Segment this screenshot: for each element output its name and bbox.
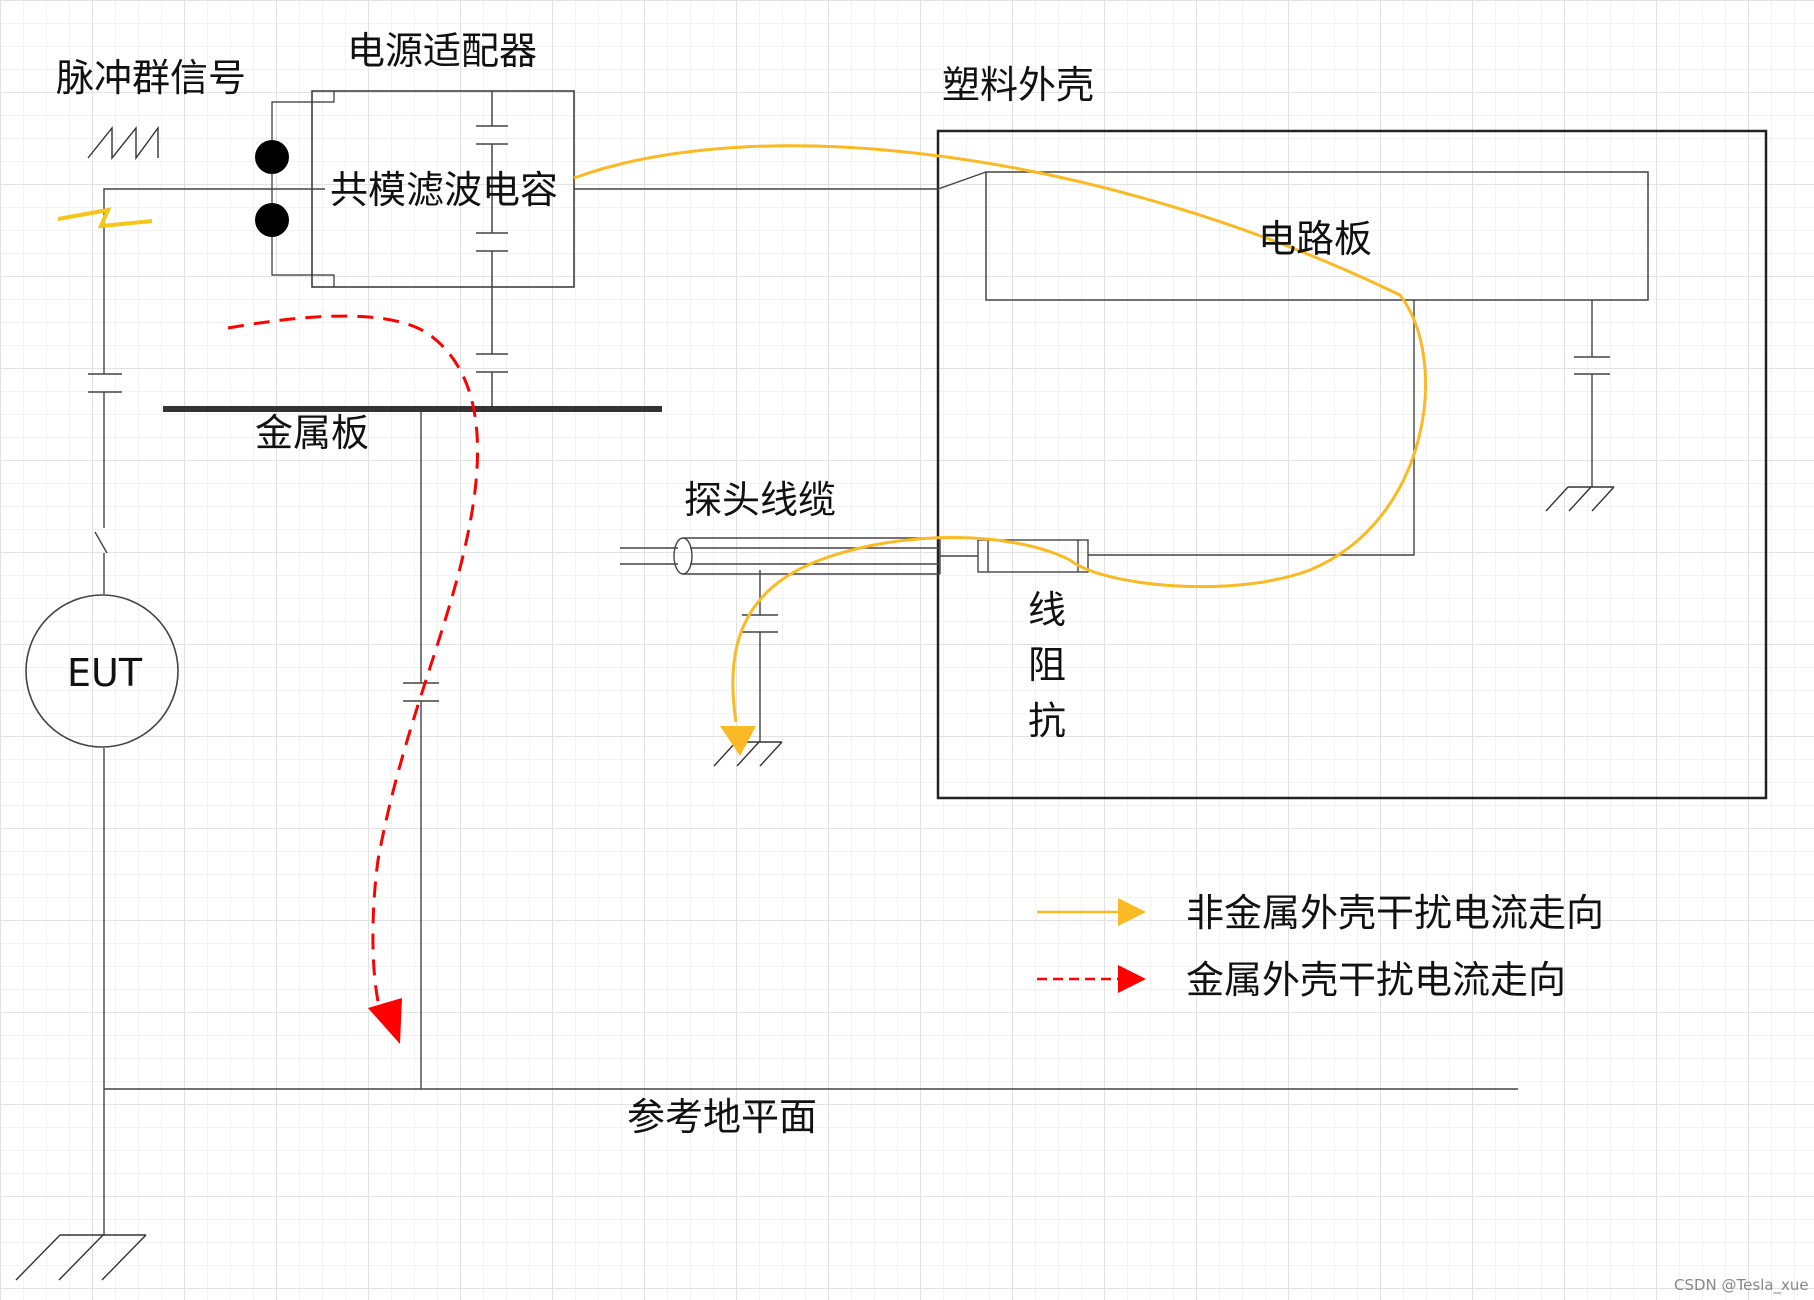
legend: 非金属外壳干扰电流走向 金属外壳干扰电流走向 [1037,891,1604,1002]
label-metal-plate: 金属板 [255,411,369,455]
eut-circle [25,594,179,748]
legend-orange-arrow [1118,898,1146,926]
label-reference-ground: 参考地平面 [627,1095,817,1139]
orange-current-path [573,144,1427,723]
label-pulse-signal: 脉冲群信号 [56,56,246,100]
wiring [88,171,1610,1235]
legend-non-metal-label: 非金属外壳干扰电流走向 [1186,891,1604,935]
label-line-impedance-3: 抗 [1028,699,1066,743]
legend-red-arrow [1118,965,1146,993]
lightning-icon [57,207,153,229]
adapter-inner-outline [312,91,335,287]
circuit-board-box [985,171,1649,301]
label-line-impedance-2: 阻 [1028,643,1066,687]
probe-cable [620,537,978,575]
ground-symbol-board [1545,486,1615,512]
line-impedance-resistor [977,539,1089,573]
ground-symbol-main [15,1234,147,1281]
legend-metal-label: 金属外壳干扰电流走向 [1186,958,1566,1002]
plastic-case-box [936,129,1768,800]
label-cm-filter-cap: 共模滤波电容 [330,168,558,212]
plug-pin-top [255,140,289,174]
watermark: CSDN @Tesla_xue [1674,1276,1809,1295]
red-arrowhead [368,998,402,1044]
filter-capacitors [476,91,508,409]
sawtooth-icon [87,125,159,161]
label-plastic-case: 塑料外壳 [942,63,1094,107]
label-eut: EUT [67,651,143,695]
orange-arrowhead [720,726,756,756]
red-current-path [227,314,480,1011]
label-circuit-board: 电路板 [1258,217,1372,261]
label-power-adapter: 电源适配器 [347,29,537,73]
ground-symbol-probe [713,741,783,767]
label-probe-cable: 探头线缆 [684,478,836,522]
label-line-impedance-1: 线 [1028,588,1066,632]
plug-pin-bottom [255,203,289,237]
